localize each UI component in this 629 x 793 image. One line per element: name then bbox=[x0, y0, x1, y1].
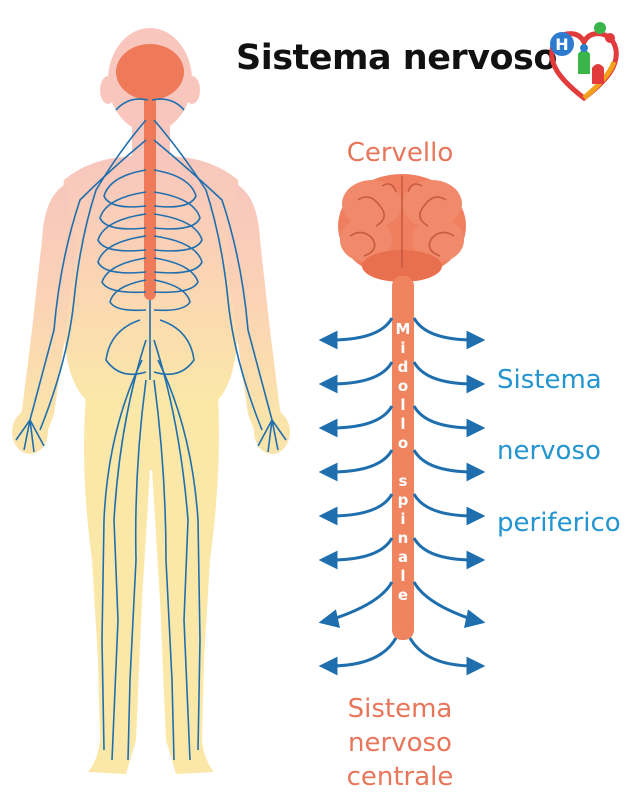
spinal-cord-letter: e bbox=[393, 586, 413, 604]
spinal-cord-letter: i bbox=[393, 510, 413, 528]
spinal-cord-letter: p bbox=[393, 491, 413, 509]
peripheral-arrows-left bbox=[322, 318, 396, 673]
spinal-cord-letter: n bbox=[393, 529, 413, 547]
central-label-line-1: Sistema bbox=[320, 693, 480, 725]
peripheral-arrows-right bbox=[410, 318, 482, 673]
peripheral-label-line-1: Sistema bbox=[497, 365, 602, 395]
page-title: Sistema nervoso bbox=[236, 38, 557, 78]
spinal-cord-letter: l bbox=[393, 415, 413, 433]
peripheral-label-line-3: periferico bbox=[497, 508, 621, 538]
spinal-cord-letter: o bbox=[393, 434, 413, 452]
central-label-line-2: nervoso bbox=[320, 727, 480, 759]
spinal-cord-letter: i bbox=[393, 339, 413, 357]
peripheral-label-line-2: nervoso bbox=[497, 436, 601, 466]
brain-label: Cervello bbox=[330, 138, 470, 168]
spinal-cord-letter: o bbox=[393, 377, 413, 395]
spinal-cord-letter: a bbox=[393, 548, 413, 566]
spinal-cord-letter: M bbox=[393, 320, 413, 338]
logo-letter: H bbox=[555, 35, 568, 54]
spinal-cord-letter: s bbox=[393, 472, 413, 490]
spinal-cord-letter: l bbox=[393, 567, 413, 585]
health-logo: H bbox=[548, 18, 620, 104]
brain-illustration bbox=[338, 174, 466, 282]
spinal-cord-letter: d bbox=[393, 358, 413, 376]
central-label-line-3: centrale bbox=[320, 761, 480, 793]
spinal-cord-letter: l bbox=[393, 396, 413, 414]
